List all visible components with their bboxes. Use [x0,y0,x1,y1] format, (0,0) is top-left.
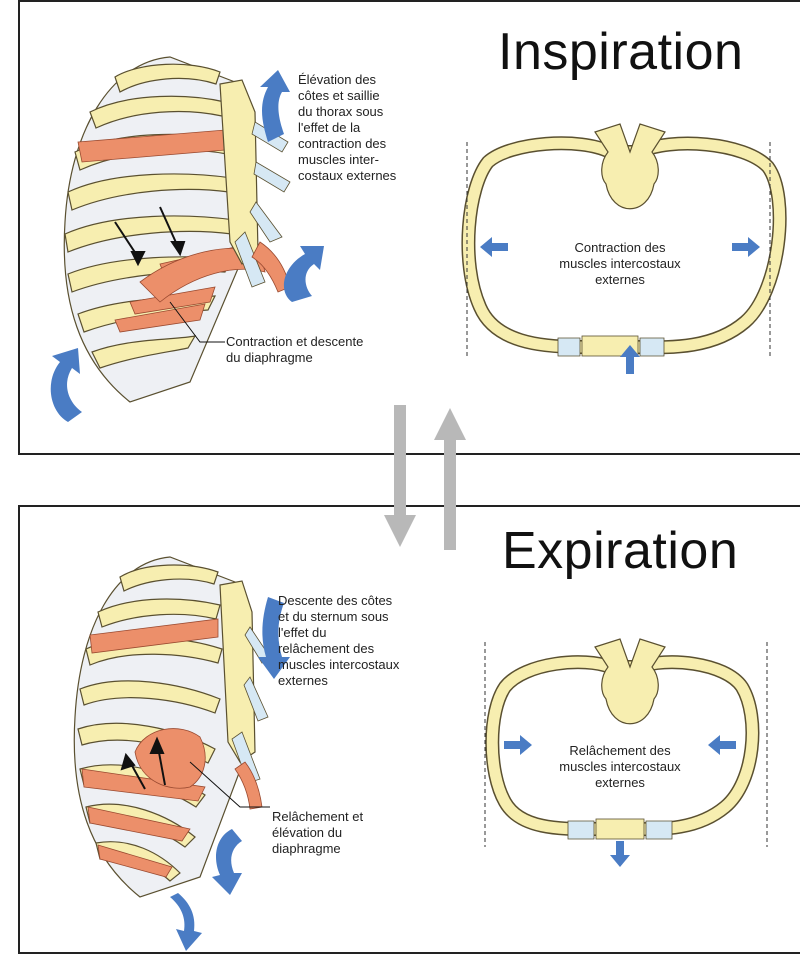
expiration-cross-caption: Relâchement des muscles intercostaux ext… [540,743,700,791]
expiration-rib-caption: Descente des côtes et du sternum sous l'… [278,593,399,689]
expiration-title: Expiration [502,521,738,581]
expiration-panel: Expiration Descente des côtes et du ster… [18,505,800,954]
inspiration-diaphragm-caption: Contraction et descente du diaphragme [226,334,363,366]
ribcage-lateral-expiration [74,557,270,897]
inspiration-panel: Inspiration Élévation des côtes et saill… [18,0,800,455]
down-arrow [384,405,416,547]
cycle-arrows [370,405,480,555]
inspiration-title: Inspiration [498,22,743,82]
inspiration-rib-caption: Élévation des côtes et saillie du thorax… [298,72,396,184]
inspiration-cross-caption: Contraction des muscles intercostaux ext… [540,240,700,288]
expiration-diaphragm-caption: Relâchement et élévation du diaphragme [272,809,363,857]
up-arrow [434,408,466,550]
